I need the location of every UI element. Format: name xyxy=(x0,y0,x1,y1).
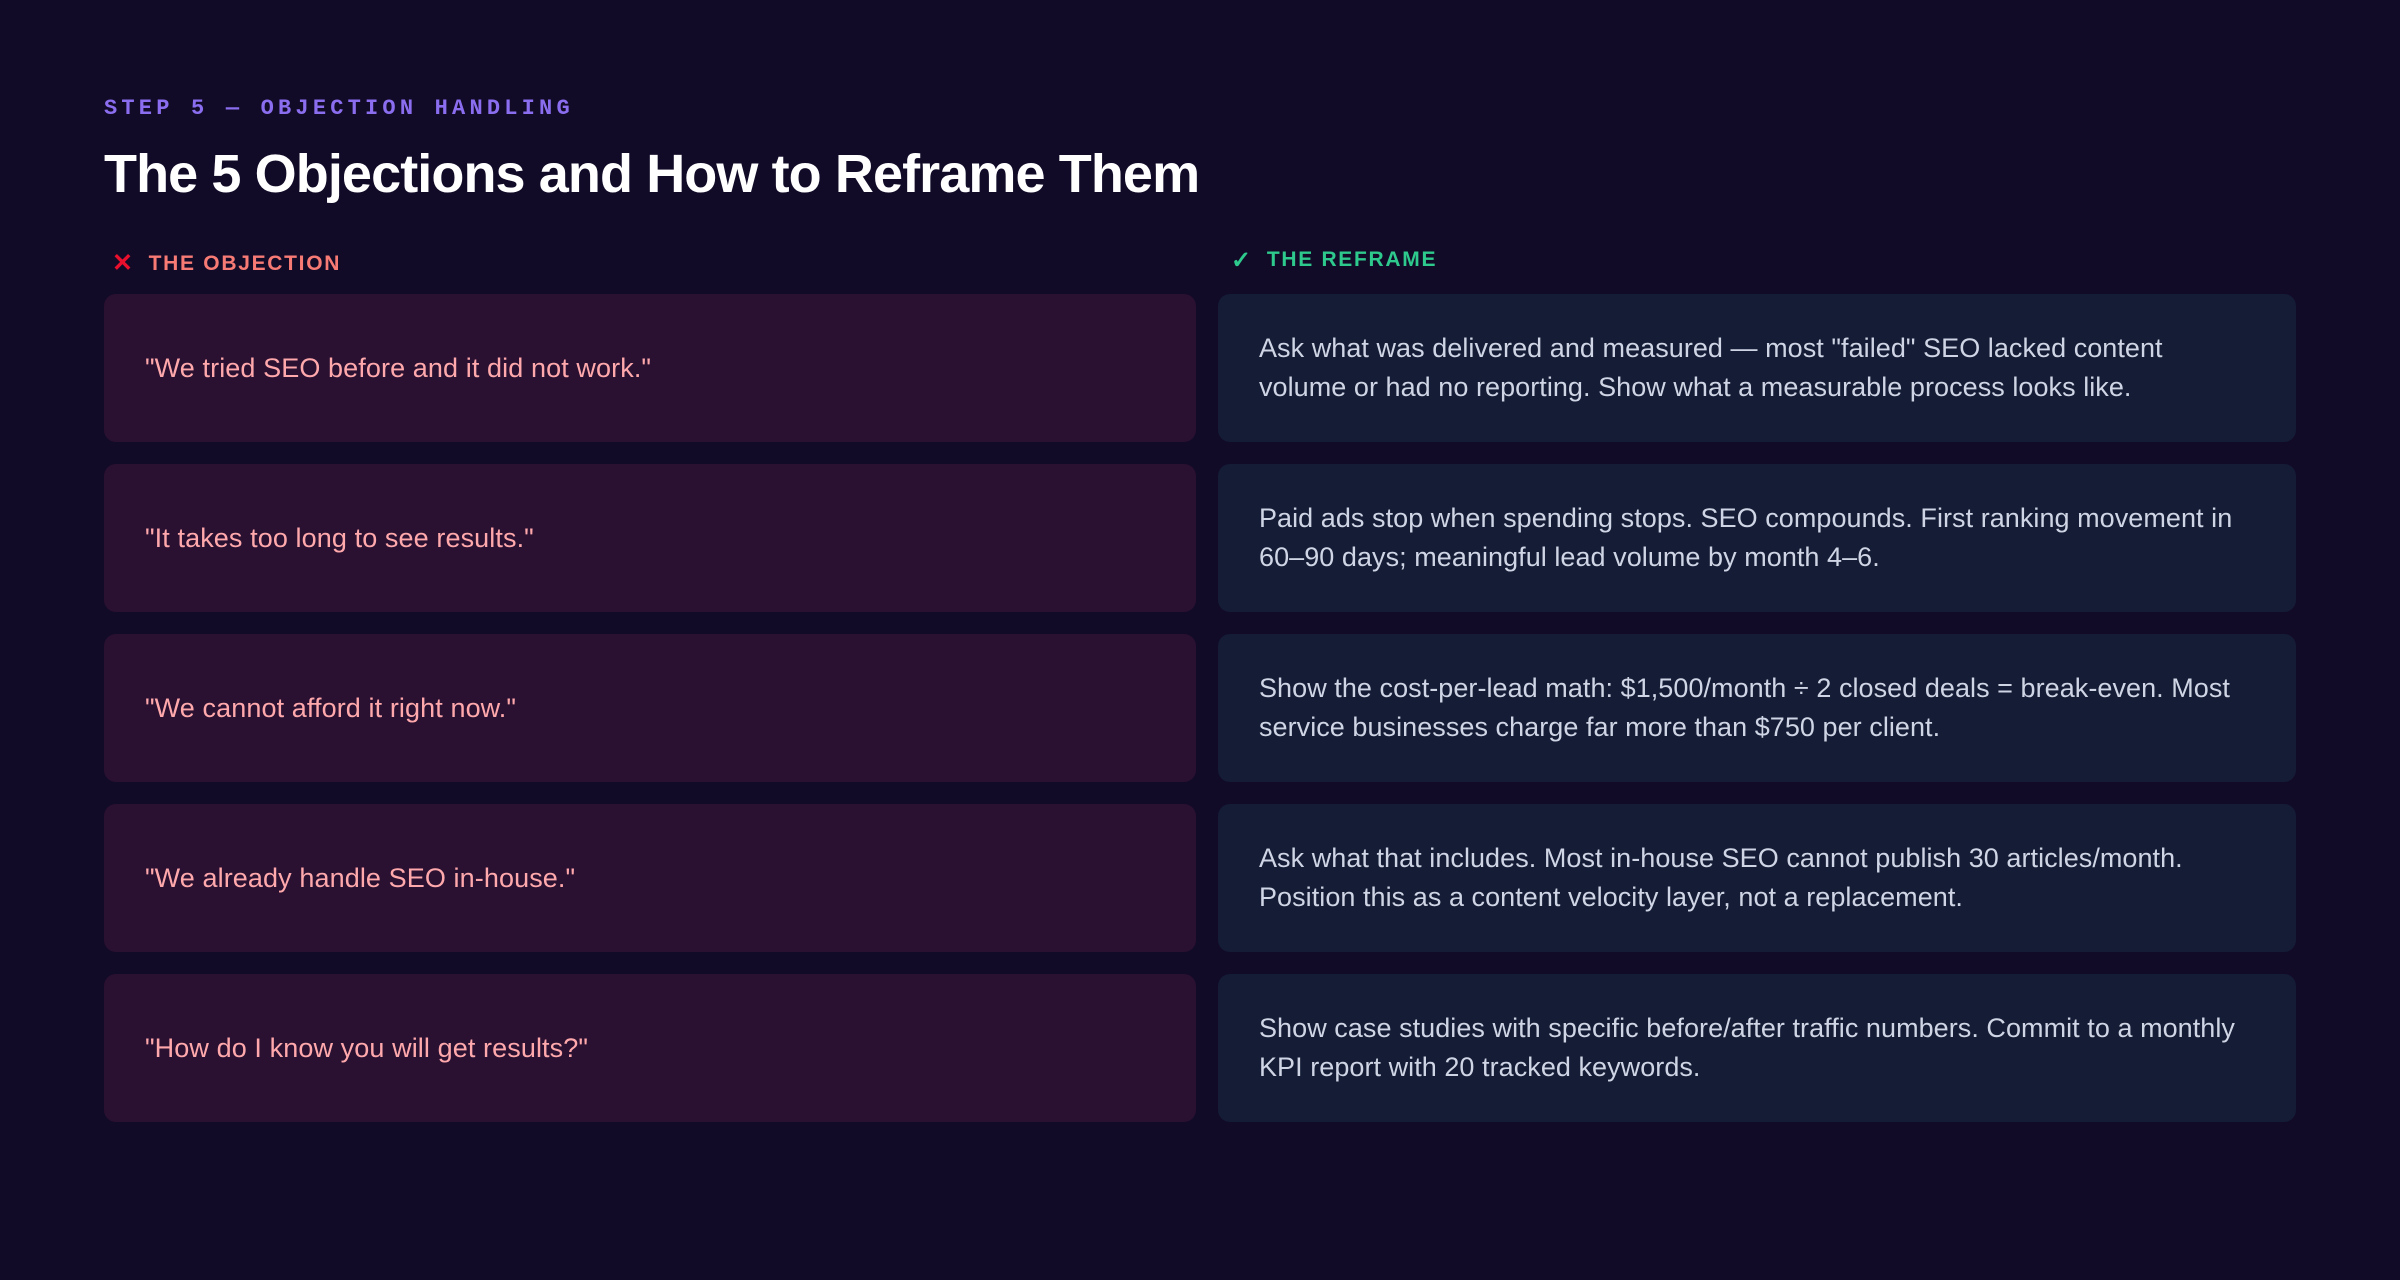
table-row: "We tried SEO before and it did not work… xyxy=(104,294,2296,442)
objection-text: "We tried SEO before and it did not work… xyxy=(145,352,652,383)
objection-cell: "We tried SEO before and it did not work… xyxy=(104,294,1196,442)
objection-text: "We already handle SEO in-house." xyxy=(145,862,576,893)
reframe-text: Ask what was delivered and measured — mo… xyxy=(1259,332,2163,402)
column-headers: ✕ THE OBJECTION ✓ THE REFRAME xyxy=(104,247,2296,276)
table-row: "It takes too long to see results." Paid… xyxy=(104,464,2296,612)
objection-cell: "We cannot afford it right now." xyxy=(104,634,1196,782)
objection-text: "It takes too long to see results." xyxy=(145,522,534,553)
table-row: "We cannot afford it right now." Show th… xyxy=(104,634,2296,782)
step-eyebrow: STEP 5 — OBJECTION HANDLING xyxy=(104,96,574,121)
column-header-reframe: ✓ THE REFRAME xyxy=(1218,247,2296,274)
objection-cell: "It takes too long to see results." xyxy=(104,464,1196,612)
check-icon: ✓ xyxy=(1231,247,1253,274)
objection-cell: "We already handle SEO in-house." xyxy=(104,804,1196,952)
cross-icon: ✕ xyxy=(112,249,135,277)
reframe-cell: Ask what that includes. Most in-house SE… xyxy=(1218,804,2296,952)
table-row: "How do I know you will get results?" Sh… xyxy=(104,974,2296,1122)
column-header-objection: ✕ THE OBJECTION xyxy=(104,251,1218,276)
page-title: The 5 Objections and How to Reframe Them xyxy=(104,144,1200,204)
reframe-cell: Show case studies with specific before/a… xyxy=(1218,974,2296,1122)
reframe-text: Ask what that includes. Most in-house SE… xyxy=(1259,842,2183,912)
reframe-cell: Paid ads stop when spending stops. SEO c… xyxy=(1218,464,2296,612)
reframe-text: Show the cost-per-lead math: $1,500/mont… xyxy=(1259,672,2230,742)
objection-text: "How do I know you will get results?" xyxy=(145,1032,589,1063)
objection-cell: "How do I know you will get results?" xyxy=(104,974,1196,1122)
column-header-objection-label: THE OBJECTION xyxy=(148,251,342,275)
column-header-reframe-label: THE REFRAME xyxy=(1266,248,1438,271)
reframe-cell: Ask what was delivered and measured — mo… xyxy=(1218,294,2296,442)
reframe-text: Show case studies with specific before/a… xyxy=(1259,1012,2235,1082)
objection-rows: "We tried SEO before and it did not work… xyxy=(104,294,2296,1122)
table-row: "We already handle SEO in-house." Ask wh… xyxy=(104,804,2296,952)
reframe-cell: Show the cost-per-lead math: $1,500/mont… xyxy=(1218,634,2296,782)
reframe-text: Paid ads stop when spending stops. SEO c… xyxy=(1259,502,2233,572)
objection-text: "We cannot afford it right now." xyxy=(145,692,517,723)
